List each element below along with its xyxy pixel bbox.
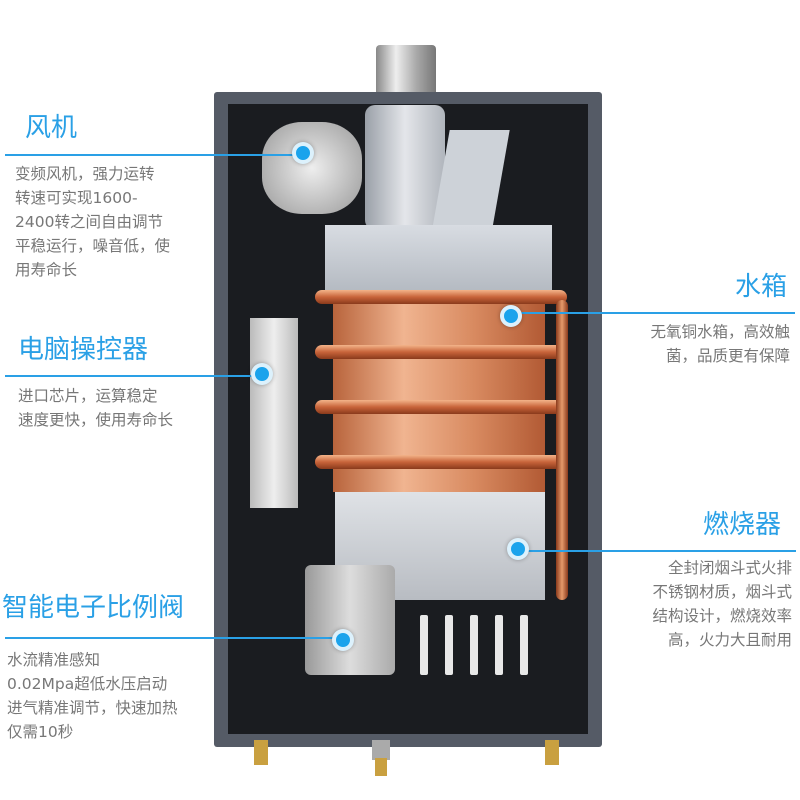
desc-line: 进气精准调节，快速加热: [7, 699, 178, 717]
water-tank-description: 无氧铜水箱，高效触 菌，品质更有保障: [650, 320, 790, 368]
desc-line: 菌，品质更有保障: [665, 347, 790, 365]
fan-description: 变频风机，强力运转 转速可实现1600- 2400转之间自由调节 平稳运行，噪音…: [15, 162, 170, 282]
copper-coil: [315, 455, 567, 469]
valve-marker-dot: [332, 629, 354, 651]
desc-line: 用寿命长: [15, 261, 78, 279]
desc-line: 结构设计，燃烧效率: [652, 607, 792, 625]
gas-inlet: [372, 740, 390, 760]
fan-motor: [262, 122, 362, 214]
desc-line: 不锈钢材质，烟斗式: [652, 583, 792, 601]
desc-line: 平稳运行，噪音低，使: [15, 237, 171, 255]
water-tank-marker-dot: [500, 305, 522, 327]
desc-line: 0.02Mpa超低水压启动: [7, 675, 168, 693]
burner-description: 全封闭烟斗式火排 不锈钢材质，烟斗式 结构设计，燃烧效率 高，火力大且耐用: [652, 556, 792, 652]
fan-callout-line: [5, 154, 305, 156]
desc-line: 转速可实现1600-: [15, 189, 138, 207]
water-tank-title: 水箱: [735, 272, 788, 302]
burner-marker-dot: [507, 538, 529, 560]
desc-line: 高，火力大且耐用: [667, 631, 792, 649]
burner-title: 燃烧器: [703, 510, 782, 540]
vent-slot: [520, 615, 528, 675]
vent-slot: [495, 615, 503, 675]
desc-line: 仅需10秒: [7, 723, 74, 741]
valve-description: 水流精准感知 0.02Mpa超低水压启动 进气精准调节，快速加热 仅需10秒: [7, 648, 178, 744]
desc-line: 无氧铜水箱，高效触: [650, 323, 790, 341]
vent-slot: [445, 615, 453, 675]
water-tank-callout-line: [512, 312, 795, 314]
copper-coil: [315, 400, 567, 414]
water-inlet: [254, 740, 268, 765]
water-outlet: [545, 740, 559, 765]
gas-valve: [305, 565, 395, 675]
desc-line: 水流精准感知: [7, 651, 101, 669]
fan-housing: [365, 105, 445, 230]
copper-coil: [315, 345, 567, 359]
valve-title: 智能电子比例阀: [2, 593, 185, 623]
desc-line: 进口芯片，运算稳定: [18, 387, 158, 405]
desc-line: 速度更快，使用寿命长: [18, 411, 174, 429]
valve-callout-line: [5, 637, 345, 639]
fan-marker-dot: [292, 142, 314, 164]
fan-title: 风机: [25, 113, 78, 143]
copper-side-pipe: [556, 300, 568, 600]
controller-box: [250, 318, 298, 508]
controller-callout-line: [5, 375, 260, 377]
gas-inlet-brass: [375, 758, 387, 776]
vent-slot: [470, 615, 478, 675]
controller-title: 电脑操控器: [18, 335, 149, 365]
vent-slot: [420, 615, 428, 675]
copper-coil: [315, 290, 567, 304]
controller-marker-dot: [251, 363, 273, 385]
desc-line: 全封闭烟斗式火排: [667, 559, 792, 577]
desc-line: 2400转之间自由调节: [15, 213, 163, 231]
desc-line: 变频风机，强力运转: [15, 165, 155, 183]
burner-callout-line: [520, 550, 796, 552]
controller-description: 进口芯片，运算稳定 速度更快，使用寿命长: [18, 384, 173, 432]
